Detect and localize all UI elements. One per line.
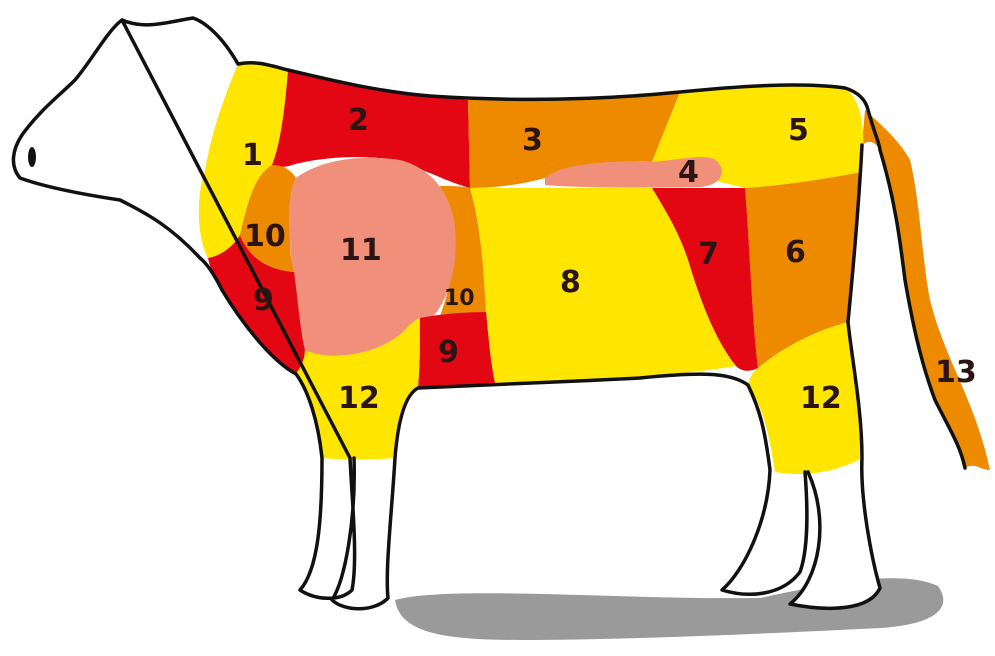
label-10a: 10 <box>244 219 286 254</box>
label-5: 5 <box>788 113 809 148</box>
label-9a: 9 <box>253 283 274 318</box>
label-8: 8 <box>560 265 581 300</box>
region-13 <box>862 110 990 470</box>
label-12b: 12 <box>800 381 842 416</box>
label-1: 1 <box>242 138 263 173</box>
label-6: 6 <box>785 235 806 270</box>
eye-icon <box>28 147 36 167</box>
label-10b: 10 <box>444 286 475 311</box>
label-9b: 9 <box>438 335 459 370</box>
label-12a: 12 <box>338 381 380 416</box>
label-11: 11 <box>340 233 382 268</box>
label-2: 2 <box>348 103 369 138</box>
label-4: 4 <box>678 155 699 190</box>
label-13: 13 <box>935 355 977 390</box>
label-3: 3 <box>522 123 543 158</box>
label-7: 7 <box>698 237 719 272</box>
